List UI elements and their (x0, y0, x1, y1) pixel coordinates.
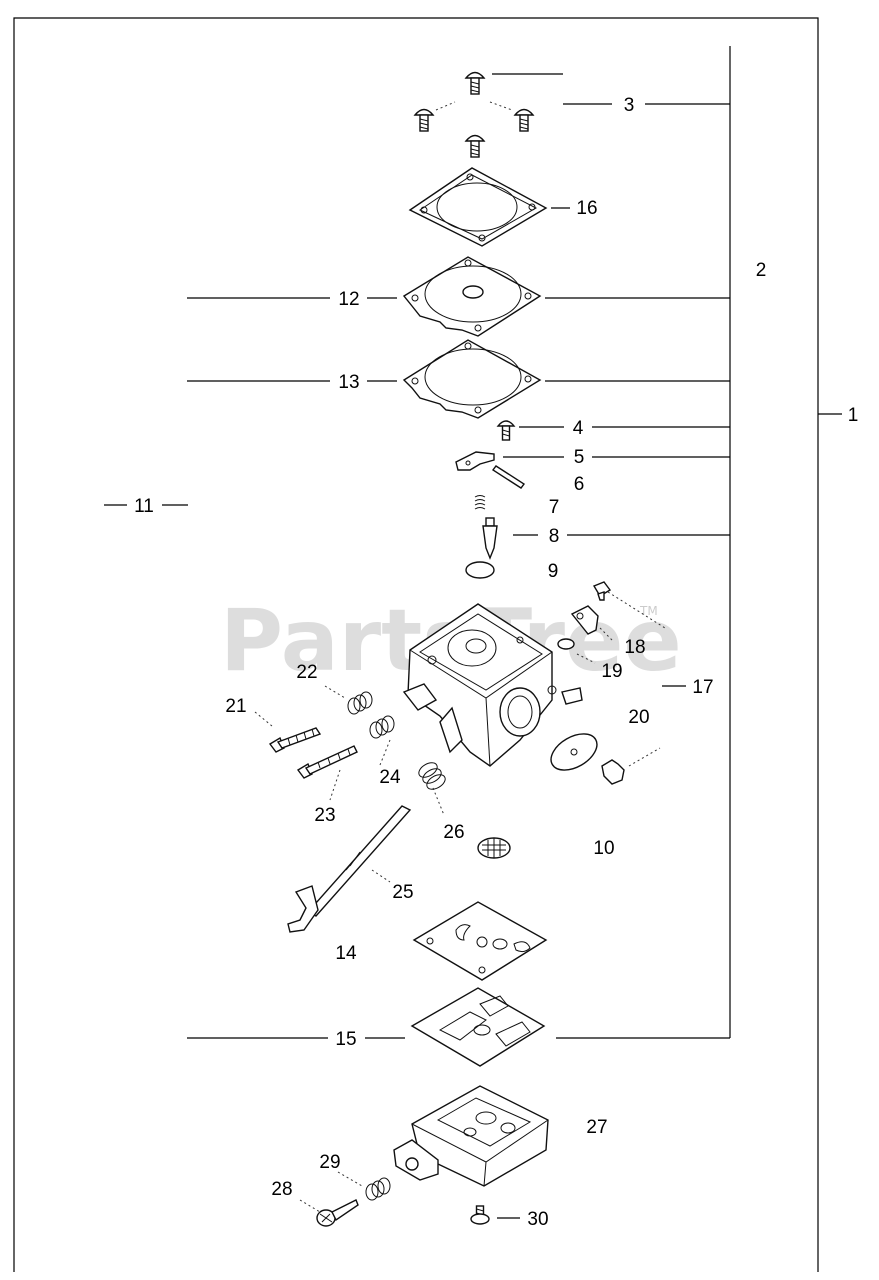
callout-4: 4 (573, 418, 584, 439)
callout-5: 5 (574, 447, 585, 468)
callout-22: 22 (296, 662, 317, 683)
callout-12: 12 (338, 289, 359, 310)
spring-part-29 (365, 1177, 391, 1201)
diagram-frame (13, 17, 819, 1272)
callout-16: 16 (576, 198, 597, 219)
adjusting-screw-part-23 (296, 745, 358, 779)
throttle-shaft-part-25 (287, 805, 412, 933)
adjusting-screw-part-21 (268, 727, 322, 753)
callout-labels: 1 2 3 4 5 6 7 8 9 10 11 12 13 14 15 16 1… (134, 95, 858, 1230)
watermark-trademark: TM (639, 604, 658, 618)
pump-cover-part-27 (393, 1085, 549, 1187)
screw-part-4 (496, 420, 516, 441)
spring-part-24 (369, 715, 395, 739)
disc-part-9 (465, 561, 495, 579)
diaphragm-part-12 (402, 256, 542, 337)
callout-21: 21 (225, 696, 246, 717)
throttle-plate-part-20 (550, 733, 625, 785)
callout-1: 1 (848, 405, 859, 426)
callout-17: 17 (692, 677, 713, 698)
screw-part-30 (470, 1205, 490, 1225)
leader-lines (104, 46, 842, 1219)
spring-part-7 (474, 495, 486, 510)
diaphragm-cover-part-16 (408, 167, 548, 247)
carburetor-body-part-17 (402, 603, 583, 767)
callout-18: 18 (624, 637, 645, 658)
callout-23: 23 (314, 805, 335, 826)
gasket-part-14 (412, 901, 548, 981)
callout-27: 27 (586, 1117, 607, 1138)
screw-part-28 (316, 1199, 359, 1227)
screen-filter-part-10 (477, 837, 511, 859)
callout-28: 28 (271, 1179, 292, 1200)
callout-19: 19 (601, 661, 622, 682)
lever-part-19 (557, 605, 599, 650)
lever-part-5 (455, 451, 495, 471)
gasket-part-15 (410, 987, 546, 1067)
callout-14: 14 (335, 943, 357, 964)
callout-29: 29 (319, 1152, 340, 1173)
callout-10: 10 (593, 838, 614, 859)
assembly-guides (254, 101, 666, 1213)
callout-3: 3 (624, 95, 635, 116)
callout-2: 2 (756, 260, 767, 281)
callout-20: 20 (628, 707, 649, 728)
pin-part-6 (491, 465, 526, 489)
callout-11: 11 (134, 496, 154, 517)
screw-part-18 (592, 581, 612, 601)
callout-25: 25 (392, 882, 413, 903)
callout-13: 13 (338, 372, 359, 393)
callout-7: 7 (549, 497, 560, 518)
callout-26: 26 (443, 822, 464, 843)
callout-8: 8 (549, 526, 560, 547)
callout-9: 9 (548, 561, 559, 582)
screw-part-3 (413, 71, 535, 158)
gasket-part-13 (402, 339, 542, 419)
callout-30: 30 (527, 1209, 548, 1230)
spring-part-22 (347, 691, 373, 715)
spring-part-26 (418, 762, 446, 790)
callout-6: 6 (574, 474, 585, 495)
callout-24: 24 (379, 767, 401, 788)
callout-15: 15 (335, 1029, 356, 1050)
needle-valve-part-8 (482, 517, 498, 560)
